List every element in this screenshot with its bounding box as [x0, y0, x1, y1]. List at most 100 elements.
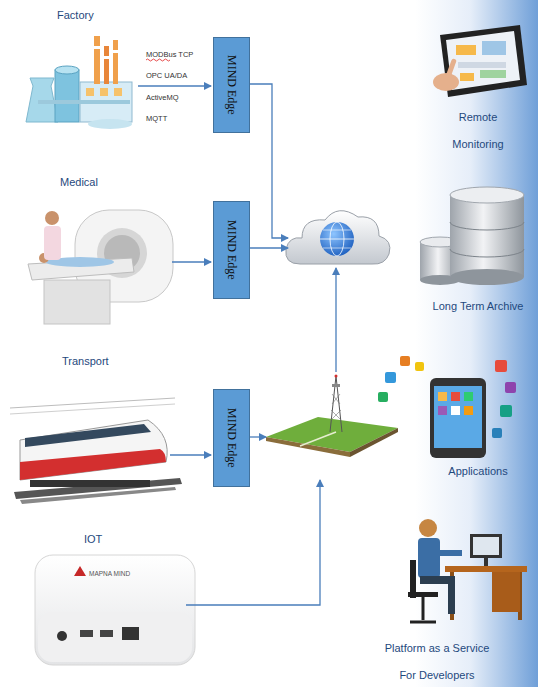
flow-arrows-part — [250, 84, 288, 238]
developer-illustration — [408, 519, 527, 622]
developer-illustration-part — [436, 550, 462, 556]
box-label: MIND Edge — [224, 55, 239, 115]
tablet-illustration-part — [480, 70, 506, 78]
apps-illustration-part — [415, 362, 424, 371]
iot-device-illustration-part — [38, 612, 192, 662]
developer-illustration-part — [419, 519, 437, 537]
flow-arrows — [138, 84, 336, 605]
iot-device-illustration-part — [74, 566, 86, 576]
train-illustration-part — [20, 449, 166, 480]
train-illustration-part — [25, 424, 151, 447]
flow-arrows-part — [250, 436, 266, 437]
iot-device-illustration-part — [100, 630, 113, 637]
factory-illustration-part — [38, 100, 130, 104]
mri-illustration-part — [44, 280, 110, 324]
flow-arrows-part — [335, 268, 336, 372]
factory-illustration-part — [113, 50, 118, 53]
cell-tower-illustration-part — [266, 437, 350, 457]
flow-arrows-part — [138, 85, 211, 86]
cloud-icon-part — [320, 222, 354, 256]
apps-illustration-part — [464, 392, 473, 401]
factory-illustration — [26, 36, 132, 129]
tablet-illustration-part — [456, 45, 476, 55]
apps-illustration-part — [495, 360, 507, 372]
train-illustration-part — [30, 480, 150, 487]
developer-illustration-part — [422, 597, 425, 620]
factory-illustration-part — [88, 119, 132, 129]
database-illustration-part — [450, 269, 524, 285]
cell-tower-illustration-part — [350, 428, 398, 457]
factory-illustration-part — [114, 88, 122, 96]
tablet-illustration-part — [445, 58, 457, 80]
apps-illustration-part — [500, 405, 512, 417]
mri-illustration — [28, 210, 173, 324]
apps-illustration-part — [451, 406, 460, 415]
cell-tower-illustration — [266, 375, 398, 458]
protocol-label: ActiveMQ — [146, 93, 179, 102]
iot-device-illustration-part — [35, 555, 195, 665]
cloud-icon-part — [323, 230, 351, 231]
device-logo-text: MAPNA MIND — [89, 570, 130, 578]
flow-arrows-part — [172, 261, 211, 262]
tablet-illustration-part — [460, 73, 474, 81]
mri-illustration-part — [44, 226, 61, 260]
box-label: MIND Edge — [224, 408, 239, 468]
apps-illustration-part — [438, 406, 447, 415]
developer-illustration-part — [418, 538, 440, 578]
section-label: Factory — [57, 9, 94, 22]
factory-illustration-part — [104, 46, 109, 84]
apps-illustration-part — [451, 392, 460, 401]
factory-illustration-part — [104, 56, 109, 59]
section-label: Platform as a Service For Developers — [378, 635, 496, 687]
factory-illustration-part — [100, 88, 108, 96]
factory-illustration-part — [113, 40, 118, 84]
database-illustration — [420, 187, 524, 285]
factory-illustration-part — [55, 66, 79, 74]
tablet-illustration-part — [482, 41, 506, 55]
developer-illustration-part — [445, 566, 527, 572]
apps-illustration-part — [464, 406, 473, 415]
apps-illustration-part — [430, 378, 486, 458]
factory-illustration-part — [55, 70, 79, 122]
factory-illustration-part — [86, 88, 94, 96]
protocol-label: MODBus TCP — [146, 50, 193, 59]
cloud-icon-part — [320, 239, 354, 240]
factory-illustration-part — [94, 36, 100, 84]
developer-illustration-part — [448, 576, 455, 614]
cell-tower-illustration-part — [332, 394, 340, 404]
apps-illustration-part — [400, 356, 410, 366]
factory-illustration-part — [94, 46, 100, 49]
section-label: Medical — [60, 176, 98, 189]
iot-device-illustration-part — [57, 631, 67, 641]
cloud-icon-part — [286, 211, 390, 264]
section-label: Applications — [428, 465, 528, 478]
train-illustration — [10, 398, 182, 504]
section-label: Transport — [62, 355, 109, 368]
cell-tower-illustration-part — [331, 410, 341, 420]
mri-illustration-part — [45, 211, 59, 225]
cloud-icon-part — [323, 248, 351, 249]
cell-tower-illustration-part — [266, 417, 398, 452]
tablet-illustration-part — [458, 62, 506, 68]
apps-illustration — [378, 356, 516, 458]
edge-gateway-box: MIND Edge — [213, 37, 250, 133]
flow-arrows-part — [186, 480, 320, 605]
developer-illustration-part — [408, 592, 438, 597]
database-illustration-part — [450, 195, 524, 277]
tablet-illustration — [433, 25, 527, 97]
flow-arrows-part — [250, 247, 288, 248]
flow-arrows-part — [170, 454, 211, 455]
iot-device-illustration — [35, 555, 195, 665]
cell-tower-illustration-part — [332, 394, 340, 404]
cell-tower-illustration-part — [300, 432, 336, 446]
box-label: MIND Edge — [224, 220, 239, 280]
section-label: Remote Monitoring — [438, 104, 518, 158]
edge-gateway-box: MIND Edge — [213, 389, 250, 487]
train-illustration-part — [10, 398, 175, 408]
apps-illustration-part — [434, 386, 482, 448]
protocol-label: OPC UA/DA — [146, 71, 187, 80]
cell-tower-illustration-part — [335, 375, 338, 378]
